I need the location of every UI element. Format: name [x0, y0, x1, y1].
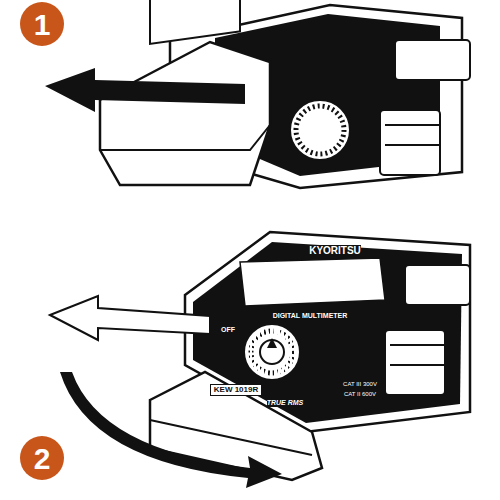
safety-rating: CAT III 300V	[343, 381, 377, 388]
brand-name: KYORITSU	[309, 245, 361, 256]
callout-circle	[20, 2, 64, 46]
rotary-dial	[246, 326, 298, 378]
model-number: KEW 1019R	[210, 384, 262, 397]
swing-arrow	[60, 372, 282, 488]
callout-number: 1	[34, 8, 51, 41]
model-description: DIGITAL MULTIMETER	[273, 312, 348, 320]
lcd-window	[150, 0, 240, 44]
protective-case	[100, 42, 270, 185]
rotary-dial	[290, 100, 350, 160]
probe-holder	[385, 265, 470, 395]
slide-arrow	[45, 68, 245, 112]
slide-arrow	[50, 296, 210, 340]
feature-mark: TRUE RMS	[267, 399, 304, 407]
dial-ticks	[296, 106, 344, 154]
dial-setting: OFF	[221, 326, 235, 334]
callout-number: 2	[34, 442, 51, 475]
callout-circle	[20, 436, 64, 480]
safety-rating: CAT II 600V	[344, 391, 376, 398]
probe-holder	[380, 40, 470, 175]
dial-ticks	[251, 331, 293, 373]
lcd-window	[240, 258, 385, 306]
